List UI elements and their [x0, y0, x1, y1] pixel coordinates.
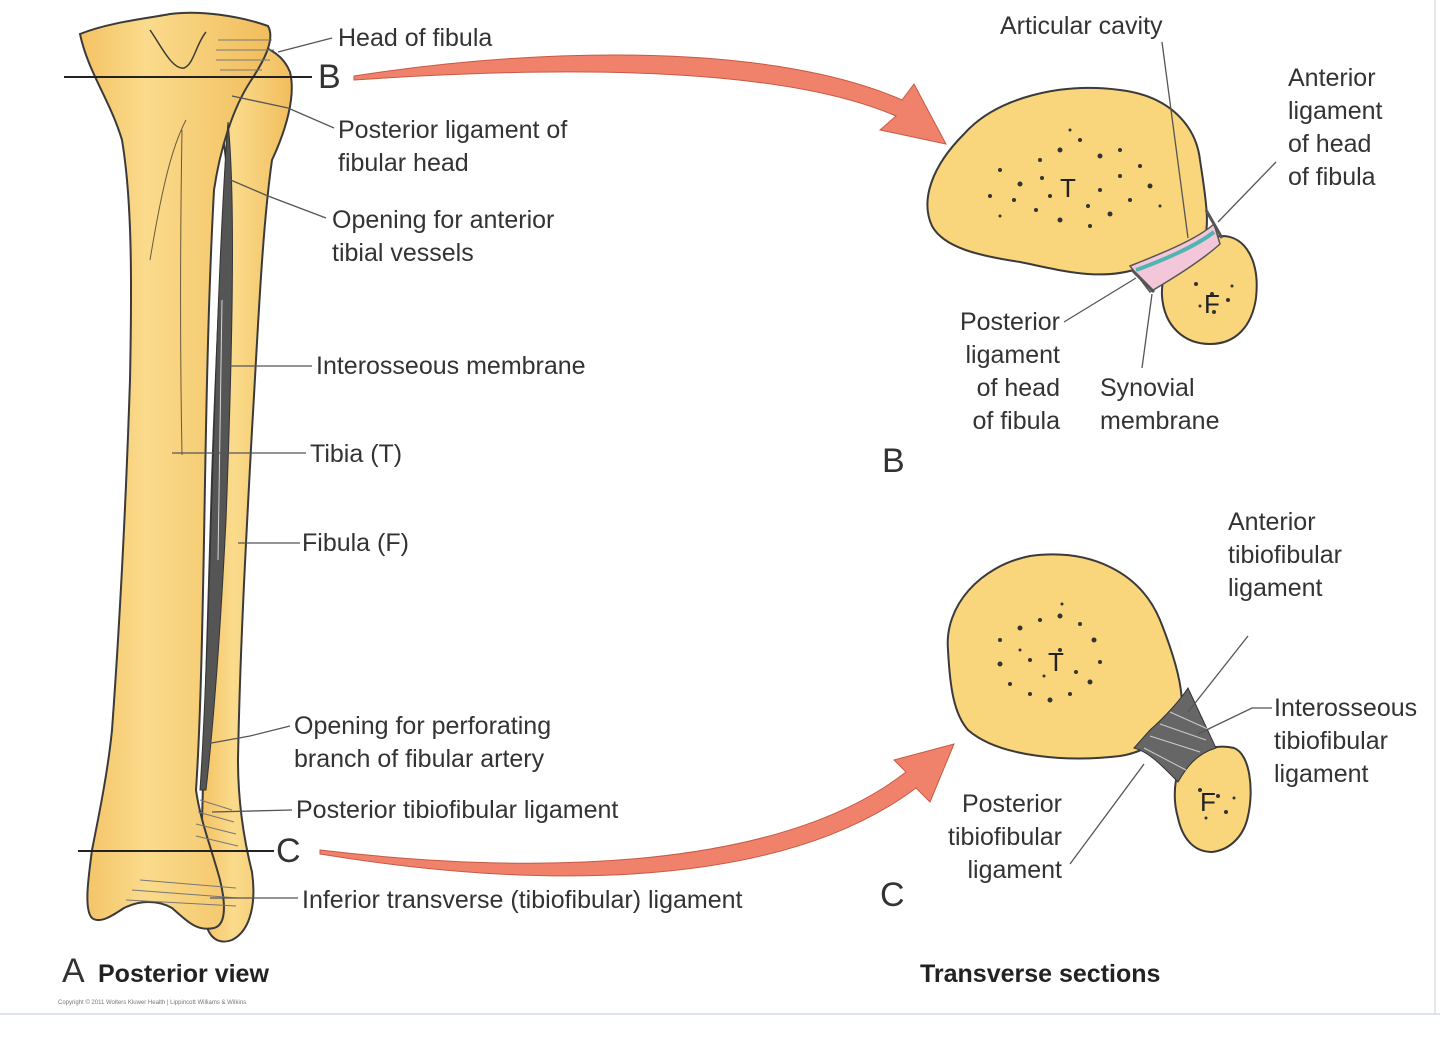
label-synovial-membrane: Synovial membrane: [1100, 374, 1220, 435]
label-interosseous-tibiofibular-ligament: Interosseous tibiofibular ligament: [1274, 694, 1418, 788]
caption-posterior-view: Posterior view: [98, 960, 269, 988]
label-opening-anterior-tibial-vessels: Opening for anterior tibial vessels: [332, 206, 555, 267]
section-c-tibia-dots: [997, 602, 1102, 703]
section-c-ligament-fibers: [1143, 711, 1211, 771]
label-posterior-tibiofibular-ligament: Posterior tibiofibular ligament: [296, 796, 619, 824]
section-b-synovial-membrane: [1135, 230, 1216, 272]
section-b-tibia-dots: [988, 128, 1162, 228]
transverse-section-b: [926, 87, 1258, 346]
section-c-interosseous-ligament: [1133, 686, 1217, 783]
section-c-fibula-letter: F: [1200, 787, 1216, 817]
transverse-section-c: [946, 553, 1252, 854]
section-c-tibia-letter: T: [1048, 647, 1064, 677]
section-b-tibia-letter: T: [1060, 173, 1076, 203]
tibia-fibula-posterior-view: [64, 11, 312, 943]
arrow-to-section-c: [319, 743, 955, 877]
tibia-shape: [78, 11, 272, 930]
frame-bottom-edge: [0, 1013, 1440, 1015]
membrane-fiber: [217, 299, 223, 561]
leader-lines-a: [172, 37, 335, 899]
label-posterior-tibiofibular-ligament-c: Posterior tibiofibular ligament: [948, 790, 1062, 884]
label-anterior-tibiofibular-ligament: Anterior tibiofibular ligament: [1228, 508, 1342, 602]
label-tibia: Tibia (T): [310, 440, 403, 468]
level-letter-c: C: [276, 832, 301, 870]
section-c-tibia: [946, 553, 1183, 760]
soleal-line: [149, 119, 187, 261]
caption-transverse-sections: Transverse sections: [920, 960, 1161, 988]
label-interosseous-membrane: Interosseous membrane: [316, 352, 586, 380]
interosseous-membrane-shape: [199, 121, 233, 791]
label-articular-cavity: Articular cavity: [1000, 12, 1163, 40]
section-b-fibula-letter: F: [1204, 289, 1220, 319]
label-posterior-ligament-head-fibula: Posterior ligament of head of fibula: [959, 308, 1060, 435]
panel-letter-b: B: [882, 442, 905, 480]
label-posterior-ligament-fibular-head: Posterior ligament of fibular head: [338, 116, 568, 177]
section-b-fibula-dots: [1194, 282, 1234, 314]
section-c-fibula-dots: [1198, 788, 1236, 820]
copyright-notice: Copyright © 2011 Wolters Kluwer Health |…: [58, 1000, 247, 1006]
label-anterior-ligament-head-fibula: Anterior ligament of head of fibula: [1288, 64, 1383, 191]
panel-letter-c: C: [880, 876, 905, 914]
tibial-plateau-detail: [149, 29, 207, 69]
section-b-posterior-ligament: [1130, 268, 1156, 294]
label-opening-perforating-branch: Opening for perforating branch of fibula…: [294, 712, 552, 773]
tibia-shaft-line: [180, 129, 183, 456]
frame-right-edge: [1434, 0, 1436, 1014]
section-c-fibula: [1173, 745, 1252, 854]
label-fibula: Fibula (F): [302, 529, 409, 557]
level-letter-b: B: [318, 58, 341, 96]
leader-lines-c: [1069, 635, 1272, 865]
panel-letter-a: A: [62, 952, 85, 990]
label-head-of-fibula: Head of fibula: [338, 24, 493, 52]
arrow-to-section-b: [353, 54, 947, 145]
label-inferior-transverse-ligament: Inferior transverse (tibiofibular) ligam…: [302, 886, 743, 914]
ligament-hatching: [125, 39, 274, 907]
leader-lines-b: [1063, 41, 1277, 369]
section-b-anterior-ligament: [1204, 209, 1224, 239]
